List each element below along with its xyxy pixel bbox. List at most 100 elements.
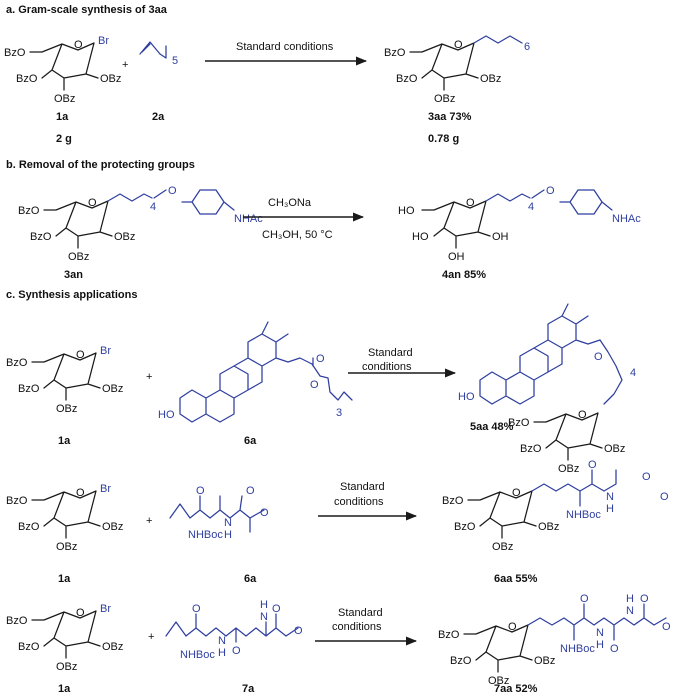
atom-br: Br: [100, 345, 111, 357]
atom-o-amide: O: [192, 603, 201, 615]
atom-o-ester: O: [640, 593, 649, 605]
atom-obz-2: OBz: [56, 403, 77, 415]
starting-3an-structure: BzO O 4 O NHAc BzO OBz OBz: [18, 185, 263, 263]
atom-nhboc: NHBoc: [180, 649, 215, 661]
atom-nhac: NHAc: [612, 213, 641, 225]
atom-o-ester: O: [316, 353, 325, 365]
atom-obz-2: OBz: [434, 93, 455, 105]
plus-row2: +: [146, 515, 152, 527]
atom-o: O: [76, 487, 85, 499]
atom-oh-2: OH: [448, 251, 465, 263]
atom-nhac: NHAc: [234, 213, 263, 225]
product-3aa-structure: BzO O 6 BzO OBz OBz: [384, 35, 530, 105]
atom-obz: OBz: [534, 655, 555, 667]
sugar-1a-row2: BzO O Br BzO OBz OBz: [6, 483, 123, 553]
atom-obz-2: OBz: [56, 661, 77, 673]
atom-o-ester: O: [272, 603, 281, 615]
plus-row3: +: [148, 631, 154, 643]
repeat-3aa: 6: [524, 41, 530, 53]
conditions-c1-line2: conditions: [362, 361, 412, 373]
atom-o: O: [512, 487, 521, 499]
atom-bzo-2: BzO: [30, 231, 52, 243]
atom-h-2: H: [626, 593, 634, 605]
atom-o-amide-2: O: [232, 645, 241, 657]
conditions-c2-line2: conditions: [334, 496, 384, 508]
atom-obz-2: OBz: [558, 463, 579, 475]
plus-sign: +: [122, 59, 128, 71]
atom-ho-2: HO: [412, 231, 429, 243]
atom-h-2: H: [260, 599, 268, 611]
atom-obz: OBz: [102, 641, 123, 653]
product-7aa-structure: BzO O O NHBoc N H O N H O O BzO OBz OBz: [438, 593, 671, 687]
atom-bzo-2: BzO: [18, 521, 40, 533]
atom-nhboc: NHBoc: [566, 509, 601, 521]
atom-o-methyl: O: [260, 507, 269, 519]
atom-o-ester: O: [594, 351, 603, 363]
atom-obz-2: OBz: [68, 251, 89, 263]
conditions-b: CH₃OH, 50 °C: [262, 229, 333, 241]
atom-obz-2: OBz: [54, 93, 75, 105]
repeat-5a: 3: [336, 407, 342, 419]
atom-nhboc: NHBoc: [188, 529, 223, 541]
yield-5aa: 5aa 48%: [470, 421, 514, 433]
conditions-c3-line2: conditions: [332, 621, 382, 633]
plus-row1: +: [146, 371, 152, 383]
atom-o-amide: O: [196, 485, 205, 497]
atom-bzo-2: BzO: [396, 73, 418, 85]
reagent-b: CH₃ONa: [268, 197, 312, 209]
alkene-2a-structure: 5: [139, 41, 178, 67]
atom-bzo-2: BzO: [454, 521, 476, 533]
atom-bzo: BzO: [438, 629, 460, 641]
tripeptide-7a-structure: O N H O N H O O NHBoc: [165, 599, 303, 661]
atom-ho-5a: HO: [158, 409, 175, 421]
atom-obz-2: OBz: [492, 541, 513, 553]
product-4an-structure: HO O 4 O NHAc HO OH OH: [398, 185, 641, 263]
atom-bzo: BzO: [4, 47, 26, 59]
atom-bzo-2: BzO: [18, 641, 40, 653]
atom-h: H: [218, 647, 226, 659]
atom-o-ester: O: [246, 485, 255, 497]
label-mass-1a: 2 g: [56, 133, 72, 145]
sugar-1a-row3: BzO O Br BzO OBz OBz: [6, 603, 123, 673]
atom-obz: OBz: [100, 73, 121, 85]
repeat-4an: 4: [528, 201, 534, 213]
atom-obz: OBz: [480, 73, 501, 85]
atom-ho: HO: [398, 205, 415, 217]
atom-o-link: O: [168, 185, 177, 197]
atom-obz: OBz: [604, 443, 625, 455]
atom-n: N: [606, 491, 614, 503]
label-1a-row3: 1a: [58, 683, 71, 695]
atom-bzo: BzO: [508, 417, 530, 429]
atom-nhboc: NHBoc: [560, 643, 595, 655]
sugar-1a-structure: BzO O Br BzO OBz OBz: [4, 35, 121, 105]
atom-n-2: N: [260, 611, 268, 623]
atom-obz: OBz: [102, 383, 123, 395]
label-2a: 2a: [152, 111, 165, 123]
atom-o: O: [76, 349, 85, 361]
atom-bzo: BzO: [442, 495, 464, 507]
label-5a: 6a: [244, 435, 257, 447]
atom-bzo: BzO: [6, 495, 28, 507]
atom-obz-2: OBz: [56, 541, 77, 553]
conditions-a: Standard conditions: [236, 41, 334, 53]
atom-bzo: BzO: [6, 357, 28, 369]
section-c-title: c. Synthesis applications: [6, 289, 137, 301]
atom-bzo: BzO: [384, 47, 406, 59]
label-1a-row1: 1a: [58, 435, 71, 447]
atom-bzo: BzO: [18, 205, 40, 217]
atom-bzo-2: BzO: [450, 655, 472, 667]
atom-obz: OBz: [114, 231, 135, 243]
atom-bzo: BzO: [6, 615, 28, 627]
atom-br: Br: [100, 483, 111, 495]
sugar-5aa: BzO O BzO OBz OBz: [508, 409, 625, 475]
atom-o: O: [466, 197, 475, 209]
atom-o-methyl: O: [662, 621, 671, 633]
atom-o-amide: O: [588, 459, 597, 471]
atom-n-2: N: [626, 605, 634, 617]
section-a-title: a. Gram-scale synthesis of 3aa: [6, 4, 168, 16]
label-3an: 3an: [64, 269, 83, 281]
product-5aa-structure: HO O 4: [458, 303, 636, 405]
atom-bzo-2: BzO: [520, 443, 542, 455]
yield-6aa: 6aa 55%: [494, 573, 538, 585]
yield-4an: 4an 85%: [442, 269, 486, 281]
